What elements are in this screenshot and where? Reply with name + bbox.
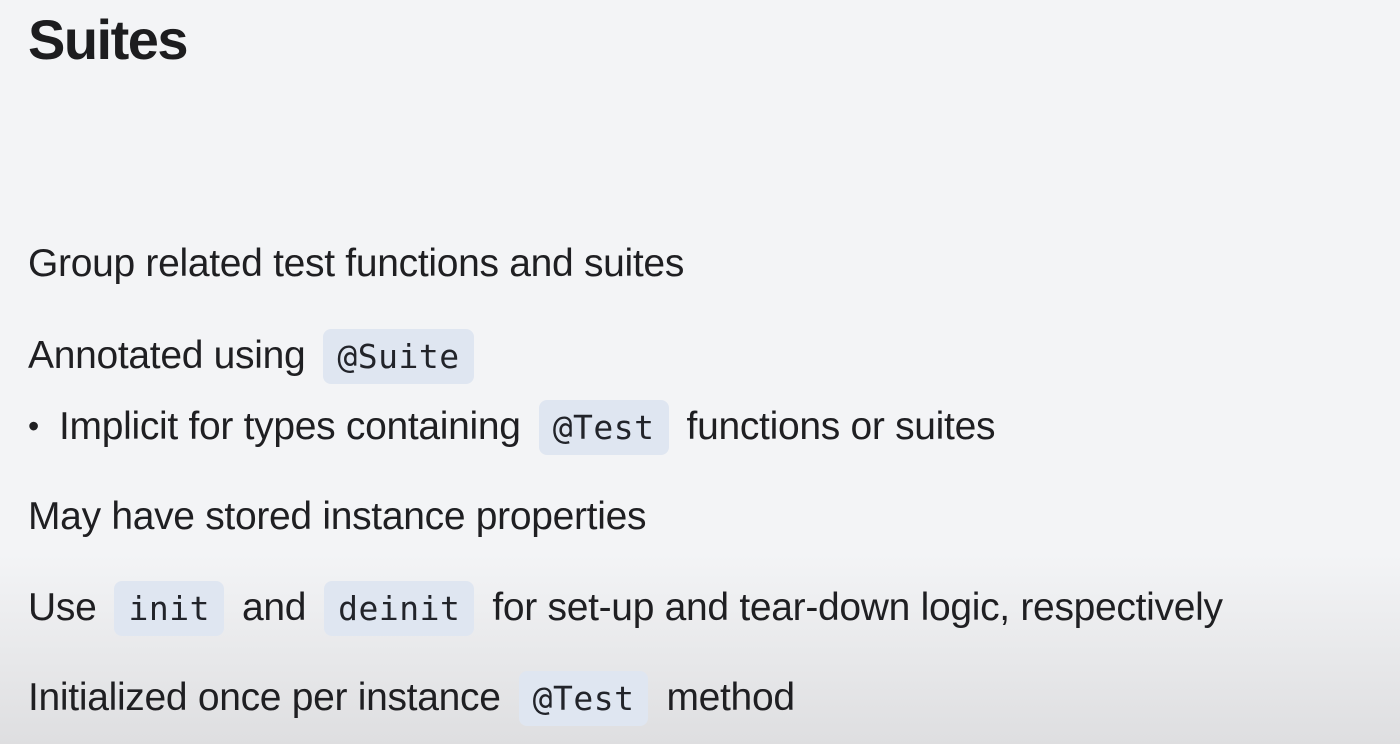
line-text-after: method [666, 676, 795, 719]
bullet-icon: • [28, 408, 39, 444]
line-text-after: functions or suites [686, 405, 996, 448]
line-text-and: and [241, 586, 307, 629]
line-text: Group related test functions and suites [28, 242, 685, 285]
bullet-line-initialized-once: Initialized once per instance @Test meth… [28, 669, 795, 727]
code-test: @Test [518, 670, 649, 726]
code-suite: @Suite [323, 328, 474, 384]
slide-title: Suites [28, 8, 189, 71]
sub-bullet-implicit-types: • Implicit for types containing @Test fu… [28, 398, 995, 456]
code-init: init [114, 580, 224, 636]
line-text-before: Initialized once per instance [28, 676, 501, 719]
bullet-line-group-related: Group related test functions and suites [28, 235, 684, 293]
line-text: May have stored instance properties [28, 495, 647, 538]
bullet-line-annotated-using: Annotated using @Suite [28, 327, 478, 385]
line-text-before: Implicit for types containing [59, 405, 521, 448]
code-test: @Test [538, 399, 669, 455]
line-text-after: for set-up and tear-down logic, respecti… [492, 586, 1223, 629]
line-text-before: Use [28, 586, 97, 629]
code-deinit: deinit [324, 580, 475, 636]
line-text: Annotated using [28, 334, 306, 377]
bullet-line-stored-properties: May have stored instance properties [28, 488, 646, 546]
bullet-line-init-deinit: Use init and deinit for set-up and tear-… [28, 579, 1223, 637]
